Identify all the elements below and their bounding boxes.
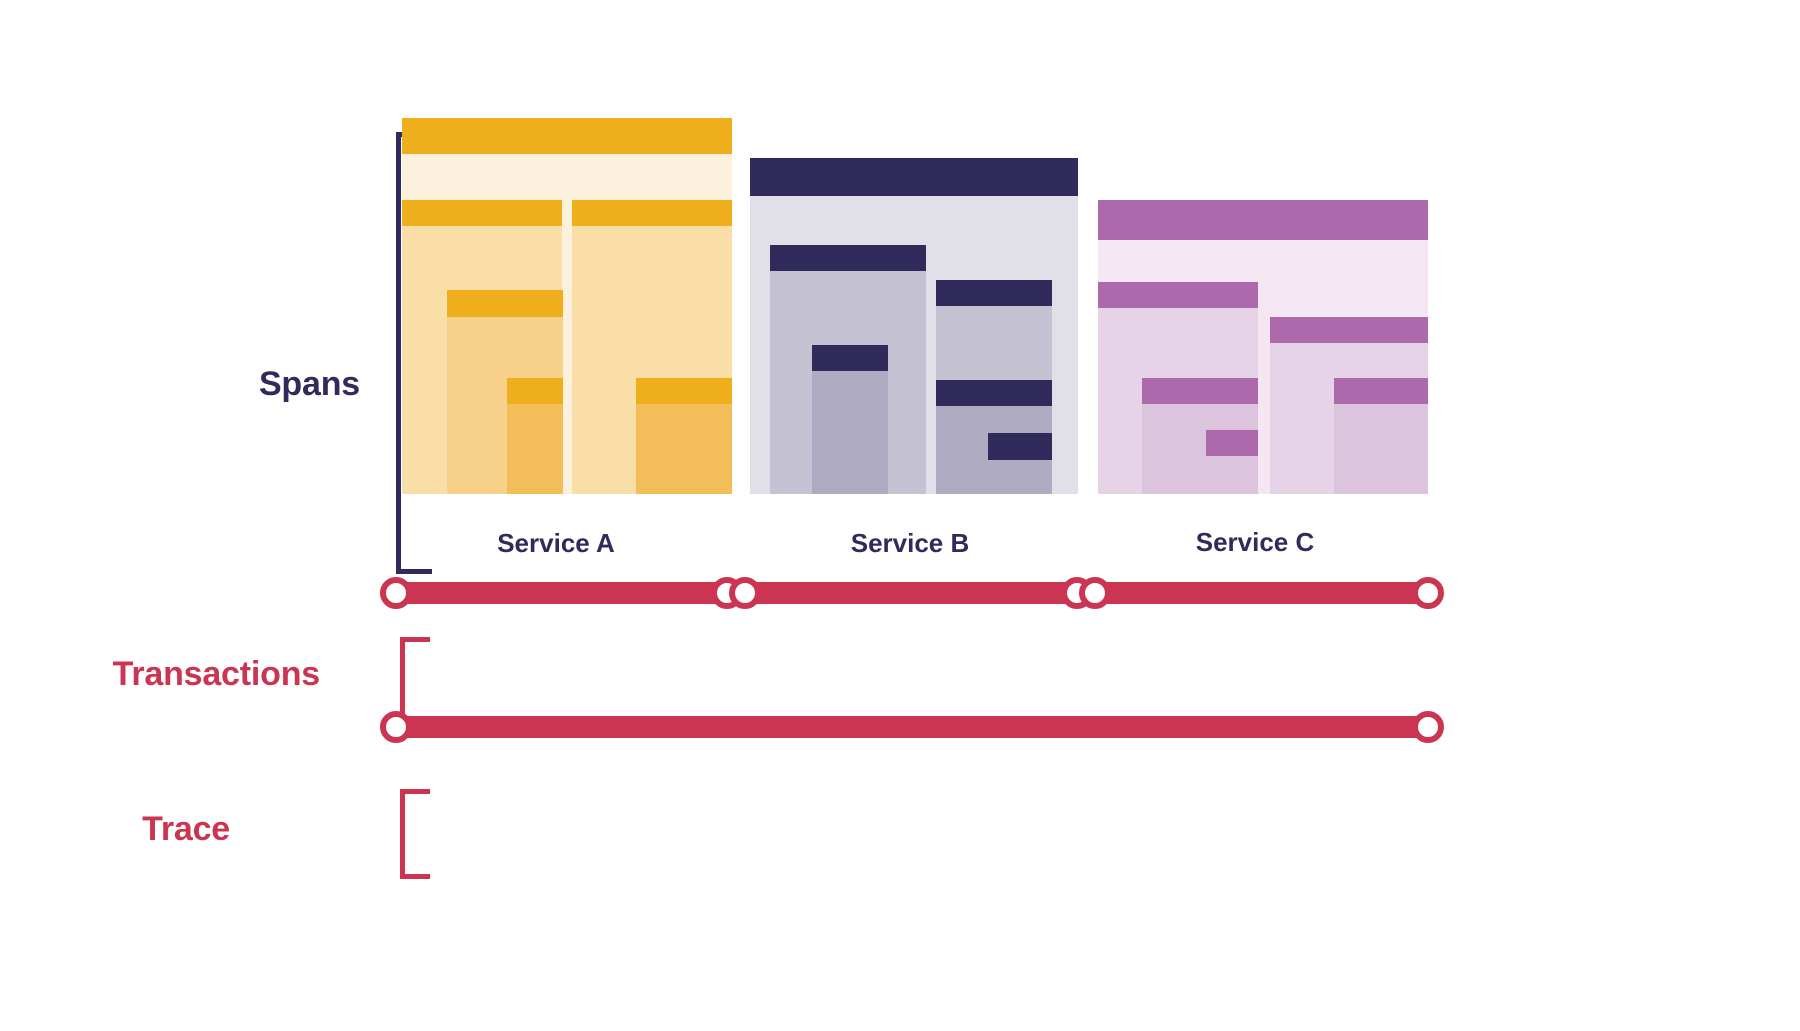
rail-transaction-b (745, 582, 1077, 604)
service-label-service-a: Service A (497, 528, 615, 558)
span-body (507, 404, 563, 494)
spans-group (402, 118, 1428, 494)
bracket-spans (396, 132, 432, 574)
row-label-transactions: Transactions (112, 655, 321, 693)
span-body (1334, 404, 1428, 494)
node-trace-span-start (380, 711, 412, 743)
span-head (770, 245, 926, 271)
span-body (936, 306, 1052, 494)
service-label-service-b: Service B (850, 528, 970, 558)
rail-transaction-a (396, 582, 727, 604)
row-label-trace: Trace (142, 810, 230, 848)
span-bar-a-child-2 (572, 200, 732, 494)
span-bar-a-grandchild-1 (447, 290, 563, 494)
node-transaction-b-start (729, 577, 761, 609)
span-body (402, 154, 732, 494)
span-body (1098, 308, 1258, 494)
span-head (750, 158, 1078, 196)
span-head (936, 380, 1052, 406)
rail-trace-span (396, 716, 1428, 738)
span-head (1098, 282, 1258, 308)
span-bar-c-child-2 (1270, 317, 1428, 494)
node-transaction-c-end (1412, 577, 1444, 609)
span-head (988, 433, 1052, 460)
span-head (812, 345, 888, 371)
span-head (1142, 378, 1258, 404)
span-body (1098, 240, 1428, 494)
span-body (636, 404, 732, 494)
span-head (572, 200, 732, 226)
node-transaction-c-start (1079, 577, 1111, 609)
span-head (1098, 200, 1428, 240)
service-label-service-c: Service C (1195, 527, 1315, 557)
span-bar-b-child-1 (770, 245, 926, 494)
span-body (988, 460, 1052, 494)
span-head (1270, 317, 1428, 343)
span-bar-a-grandchild-3 (636, 378, 732, 494)
bracket-trace (400, 789, 430, 879)
span-bar-c-grandchild-1 (1142, 378, 1258, 494)
span-head (402, 118, 732, 154)
span-bar-c-root (1098, 200, 1428, 494)
span-body (1142, 404, 1258, 494)
span-body (750, 196, 1078, 494)
span-bar-a-grandchild-2 (507, 378, 563, 494)
span-body (936, 406, 1052, 494)
node-transaction-a-start (380, 577, 412, 609)
span-bar-b-grandchild-1 (812, 345, 888, 494)
span-bar-b-child-2 (936, 280, 1052, 494)
span-bar-c-child-1 (1098, 282, 1258, 494)
span-bar-b-grandchild-2 (936, 380, 1052, 494)
span-head (1334, 378, 1428, 404)
rail-transaction-c (1095, 582, 1428, 604)
span-body (1206, 456, 1258, 494)
span-bar-b-root (750, 158, 1078, 494)
span-head (936, 280, 1052, 306)
span-bar-c-grandchild-3 (1206, 430, 1258, 494)
span-body (447, 317, 563, 494)
span-body (572, 226, 732, 494)
span-head (636, 378, 732, 404)
node-trace-span-end (1412, 711, 1444, 743)
span-bar-b-grandchild-3 (988, 433, 1052, 494)
span-bar-a-root (402, 118, 732, 494)
span-body (812, 371, 888, 494)
span-head (1206, 430, 1258, 456)
row-label-spans: Spans (258, 365, 360, 403)
span-body (770, 271, 926, 494)
span-head (507, 378, 563, 404)
span-head (447, 290, 563, 317)
span-body (1270, 343, 1428, 494)
span-bar-c-grandchild-2 (1334, 378, 1428, 494)
